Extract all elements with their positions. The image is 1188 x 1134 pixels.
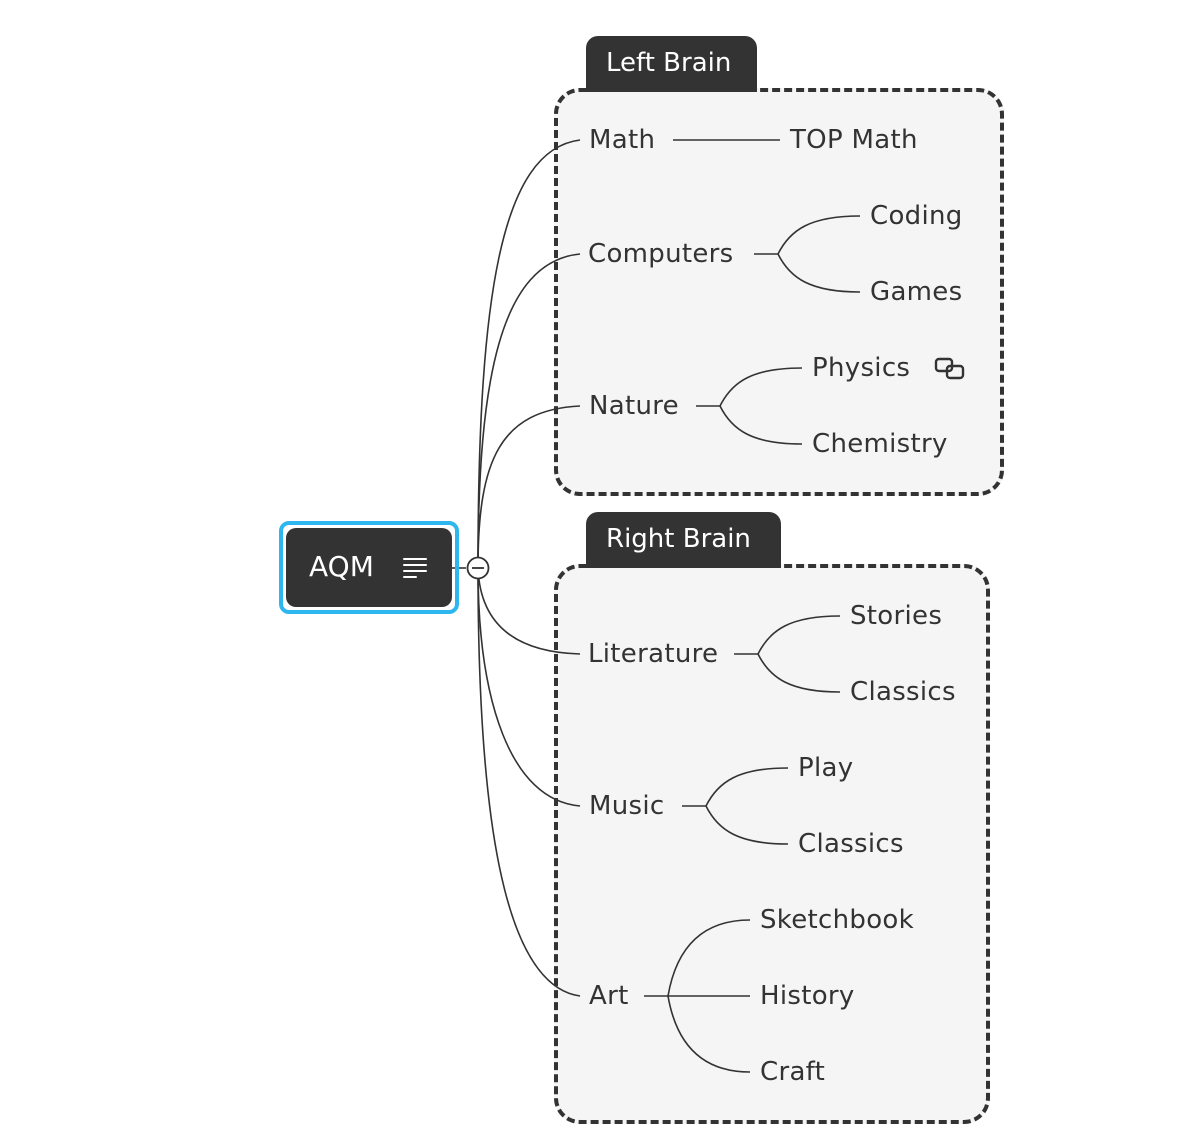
boundary-left-brain-title[interactable]: Left Brain xyxy=(586,36,757,92)
topic-literature[interactable]: Literature xyxy=(588,639,719,669)
subtopic-top-math[interactable]: TOP Math xyxy=(790,125,918,155)
connector-play xyxy=(682,767,789,807)
topic-computers[interactable]: Computers xyxy=(588,239,734,269)
notes-lines-icon[interactable] xyxy=(403,557,427,579)
connector-games xyxy=(777,253,861,293)
subtopic-history[interactable]: History xyxy=(760,981,855,1011)
root-topic-label: AQM xyxy=(309,550,374,583)
root-selection-outline xyxy=(279,521,459,614)
root-topic[interactable]: AQM xyxy=(286,528,452,607)
connector-coding xyxy=(754,215,861,255)
connector-computers xyxy=(477,253,581,569)
connector-literature xyxy=(477,567,581,655)
subtopic-physics[interactable]: Physics xyxy=(812,353,911,383)
subtopic-music-classics[interactable]: Classics xyxy=(798,829,904,859)
collapse-minus-icon[interactable] xyxy=(466,556,490,580)
topic-art[interactable]: Art xyxy=(589,981,629,1011)
connector-literature-classics xyxy=(757,653,841,693)
subtopic-stories[interactable]: Stories xyxy=(850,601,943,631)
connector-chemistry xyxy=(719,405,803,445)
topic-nature[interactable]: Nature xyxy=(589,391,679,421)
connector-stories xyxy=(734,615,841,655)
boundary-right-brain-title[interactable]: Right Brain xyxy=(586,512,781,568)
connector-craft xyxy=(667,995,751,1073)
link-icon[interactable] xyxy=(934,356,966,382)
connector-nature xyxy=(477,405,581,569)
connector-sketchbook xyxy=(667,919,751,997)
connector-music-classics xyxy=(705,805,789,845)
subtopic-play[interactable]: Play xyxy=(798,753,854,783)
subtopic-literature-classics[interactable]: Classics xyxy=(850,677,956,707)
connector-math xyxy=(477,139,581,569)
topic-music[interactable]: Music xyxy=(589,791,665,821)
subtopic-chemistry[interactable]: Chemistry xyxy=(812,429,948,459)
connector-physics xyxy=(696,367,803,407)
subtopic-craft[interactable]: Craft xyxy=(760,1057,826,1087)
subtopic-games[interactable]: Games xyxy=(870,277,963,307)
connector-music xyxy=(477,567,581,807)
boundary-left-brain[interactable] xyxy=(554,88,1004,496)
connector-art xyxy=(477,567,581,997)
topic-math[interactable]: Math xyxy=(589,125,656,155)
subtopic-sketchbook[interactable]: Sketchbook xyxy=(760,905,914,935)
subtopic-coding[interactable]: Coding xyxy=(870,201,963,231)
